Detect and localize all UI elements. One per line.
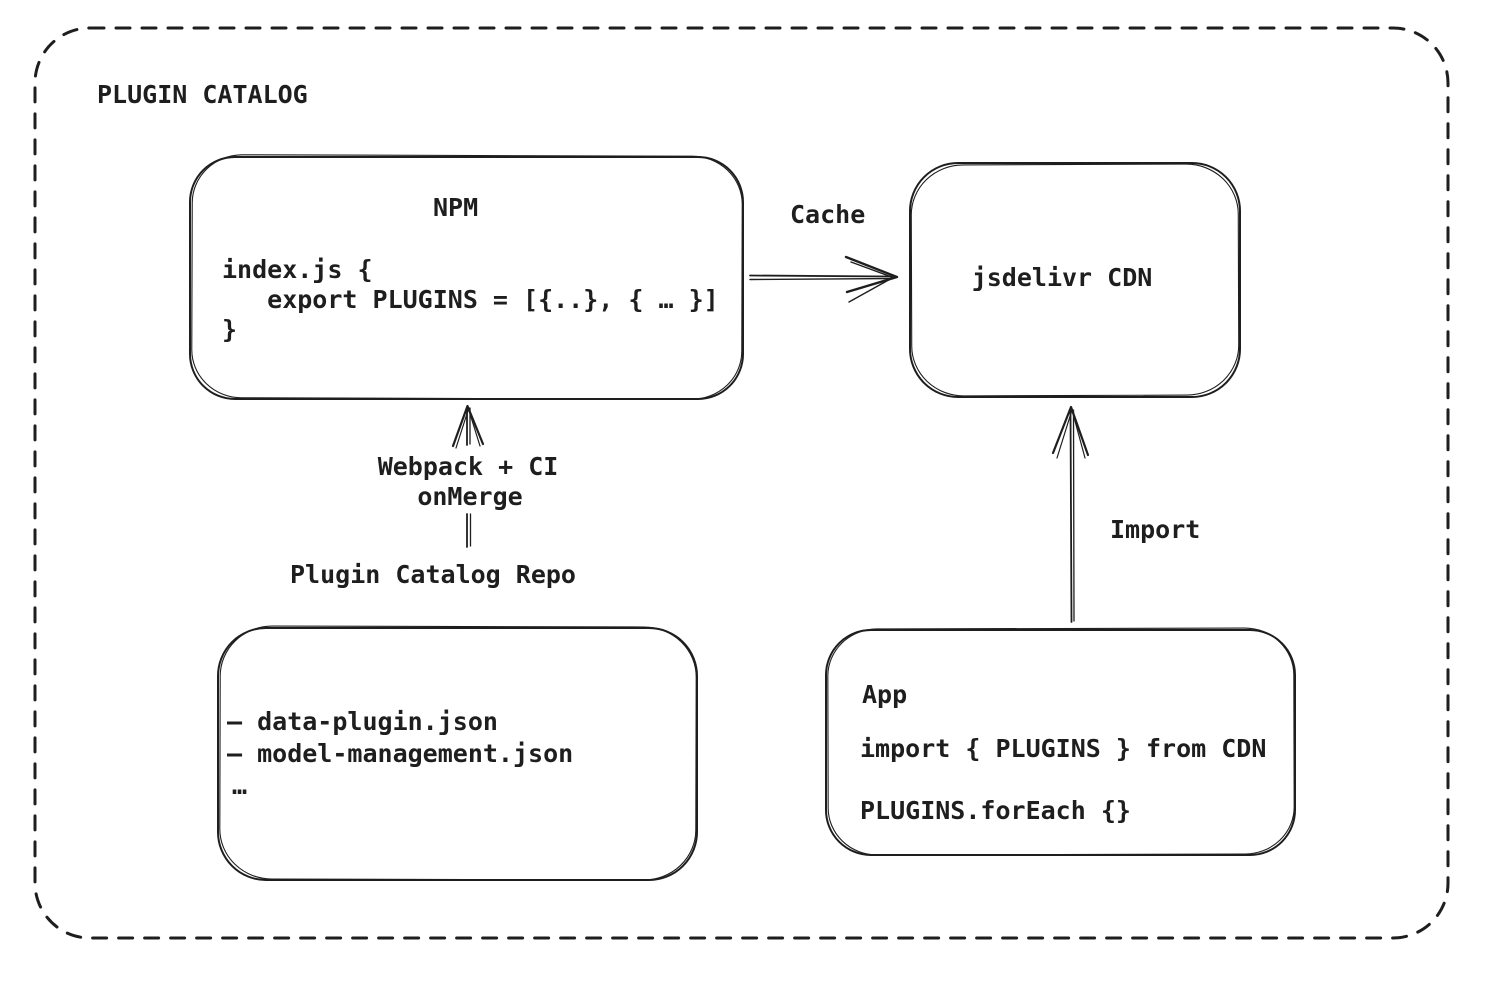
npm-box-title: NPM <box>433 193 479 222</box>
npm-box-shape <box>189 154 744 400</box>
npm-code-line-2: export PLUGINS = [{..}, { … }] <box>222 285 719 314</box>
repo-heading: Plugin Catalog Repo <box>290 560 576 589</box>
repo-item-1: – data-plugin.json <box>227 707 498 736</box>
npm-code-line-1: index.js { <box>222 255 373 284</box>
webpack-arrow-label-line-1: Webpack + CI <box>377 452 559 481</box>
jsdelivr-box-label: jsdelivr CDN <box>971 263 1153 292</box>
catalog-title: PLUGIN CATALOG <box>97 80 308 109</box>
import-arrow <box>1051 405 1090 623</box>
catalog-dashed-border <box>33 26 1450 940</box>
repo-item-2: – model-management.json <box>227 739 574 768</box>
repo-box-shape <box>217 625 698 881</box>
repo-item-3: … <box>232 771 248 800</box>
webpack-arrow-label-line-2: onMerge <box>417 482 523 511</box>
cache-arrow <box>749 255 899 303</box>
cache-arrow-label: Cache <box>790 200 866 229</box>
app-code-line-1: import { PLUGINS } from CDN <box>860 734 1267 763</box>
jsdelivr-box-shape <box>909 162 1241 398</box>
webpack-arrow <box>451 404 485 548</box>
app-code-line-2: PLUGINS.forEach {} <box>860 796 1131 825</box>
app-box-title: App <box>862 680 908 709</box>
npm-code-line-3: } <box>222 315 238 344</box>
app-box-shape <box>825 627 1296 856</box>
import-arrow-label: Import <box>1110 515 1201 544</box>
